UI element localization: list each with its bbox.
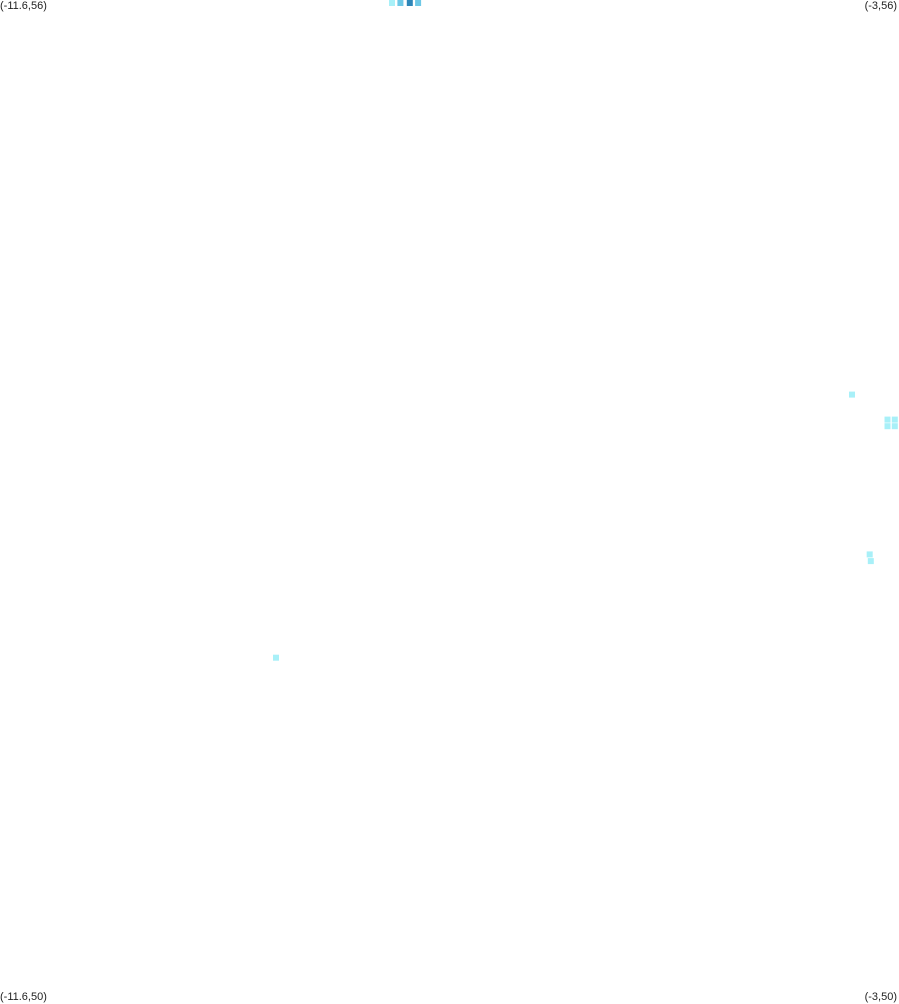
top-right-coordinate-label: (-3,56) bbox=[864, 0, 897, 12]
top-left-coordinate-label: (-11.6,56) bbox=[0, 0, 47, 12]
data-cell bbox=[891, 423, 898, 430]
data-cell bbox=[891, 416, 898, 423]
data-cell bbox=[849, 391, 855, 398]
data-cell bbox=[406, 0, 413, 6]
bottom-left-coordinate-label: (-11.6,50) bbox=[0, 991, 47, 1003]
data-cell bbox=[884, 416, 891, 423]
data-cell bbox=[273, 654, 279, 661]
data-cell bbox=[397, 0, 404, 6]
data-cell bbox=[866, 551, 873, 558]
data-cell bbox=[867, 558, 874, 565]
data-cell bbox=[884, 423, 891, 430]
data-cell bbox=[415, 0, 422, 6]
bottom-right-coordinate-label: (-3,50) bbox=[864, 991, 897, 1003]
data-cell bbox=[389, 0, 395, 6]
